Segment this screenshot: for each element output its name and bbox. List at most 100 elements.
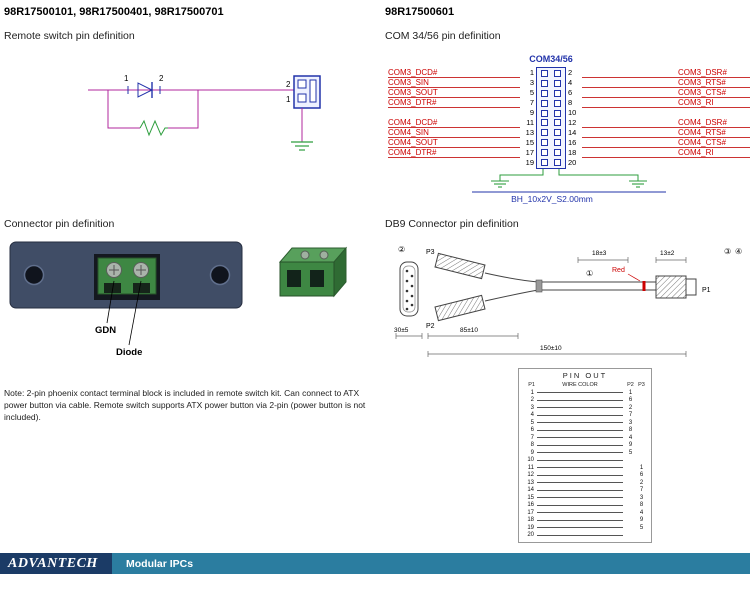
pin-number: 15 (525, 138, 534, 147)
pin-number: 16 (568, 138, 577, 147)
signal-label: COM3_DSR# (678, 68, 727, 77)
remote-switch-schematic: 1 2 2 1 (88, 74, 321, 151)
signal-label: COM3_DCD# (388, 68, 438, 77)
signal-label: COM3_CTS# (678, 88, 727, 97)
callout-1: ① (586, 269, 593, 278)
pin-number: 19 (525, 158, 534, 167)
db9-section-title: DB9 Connector pin definition (385, 218, 519, 230)
pin-number: 1 (529, 68, 534, 77)
pin-number: 2 (568, 68, 573, 77)
pin-number: 20 (568, 158, 577, 167)
connector-part-number: BH_10x2V_S2.00mm (511, 194, 593, 204)
brand-text: ADVANTECH (8, 555, 98, 571)
pin-number: 11 (526, 118, 534, 127)
pin-number: 12 (568, 118, 577, 127)
pin-number: 7 (529, 98, 534, 107)
right-section-subtitle: COM 34/56 pin definition (385, 30, 501, 42)
red-label: Red (612, 267, 625, 274)
advantech-logo: ADVANTECH (0, 553, 112, 574)
db9-backshell-p2 (434, 294, 486, 322)
db9-cable-drawing: ② P3 P2 P1 Red 18±3 13±2 85±10 30±5 150±… (394, 245, 742, 357)
callout-4: ④ (735, 247, 742, 256)
db9-face-view (399, 261, 419, 317)
p1-label: P1 (702, 287, 711, 294)
connector-pin1-label: 1 (286, 95, 291, 104)
pin-number: 5 (529, 88, 534, 97)
pin-number: 4 (568, 78, 573, 87)
pin-number: 8 (568, 98, 573, 107)
header-connector-symbol (536, 67, 566, 169)
connector-pin2-label: 2 (286, 80, 291, 89)
ground-symbol (491, 180, 647, 188)
dimension-lines (395, 257, 687, 357)
signal-label: COM4_SIN (388, 128, 429, 137)
pinout-row: 10 (523, 457, 647, 465)
dim-85: 85±10 (460, 327, 478, 334)
p2-label: P2 (426, 323, 435, 330)
gdn-leader-line (106, 280, 115, 324)
pin-number: 13 (525, 128, 534, 137)
signal-label: COM4_DTR# (388, 148, 437, 157)
pin-row: COM3_DTR# 7 8 COM3_RI (388, 98, 750, 108)
phoenix-connector-photo (278, 246, 348, 298)
connector-section-title: Connector pin definition (4, 218, 115, 230)
gdn-label: GDN (95, 325, 117, 336)
p1-header-connector (655, 275, 687, 299)
right-part-number: 98R17500601 (385, 6, 455, 18)
dim-13: 13±2 (660, 250, 675, 257)
pin-row: COM4_DCD# 11 12 COM4_DSR# (388, 118, 750, 128)
signal-label: COM3_RI (678, 98, 714, 107)
pinout-row: 20 (523, 532, 647, 540)
signal-label: COM4_SOUT (388, 138, 438, 147)
com-ground-wiring (472, 169, 666, 193)
cable-y-split (484, 272, 539, 302)
callout-2: ② (398, 245, 405, 254)
signal-label: COM4_DSR# (678, 118, 727, 127)
pin-number: 9 (529, 108, 534, 117)
pin-number: 17 (525, 148, 534, 157)
pinout-header: P1 WIRE COLOR P2 P3 (523, 382, 647, 388)
p3-label: P3 (426, 249, 435, 256)
mounting-hole-right (209, 264, 231, 286)
pin-row: COM4_SIN 13 14 COM4_RTS# (388, 128, 750, 138)
signal-label: COM3_DTR# (388, 98, 437, 107)
pinout-title: PIN OUT (562, 371, 608, 380)
dim-150: 150±10 (540, 345, 562, 352)
diode-leader-line (128, 280, 142, 346)
signal-label: COM4_DCD# (388, 118, 438, 127)
left-part-numbers: 98R17500101, 98R17500401, 98R17500701 (4, 6, 224, 18)
category-text: Modular IPCs (126, 557, 194, 570)
diode-symbol (137, 82, 154, 98)
signal-label: COM3_SIN (388, 78, 429, 87)
dim-18: 18±3 (592, 250, 607, 257)
signal-label: COM4_RTS# (678, 128, 726, 137)
col-p1: P1 (528, 382, 535, 388)
resistor-symbol (139, 119, 168, 137)
signal-label: COM4_RI (678, 148, 714, 157)
signal-label: COM3_RTS# (678, 78, 726, 87)
pin-number: 14 (568, 128, 577, 137)
connector-photo (9, 241, 348, 346)
